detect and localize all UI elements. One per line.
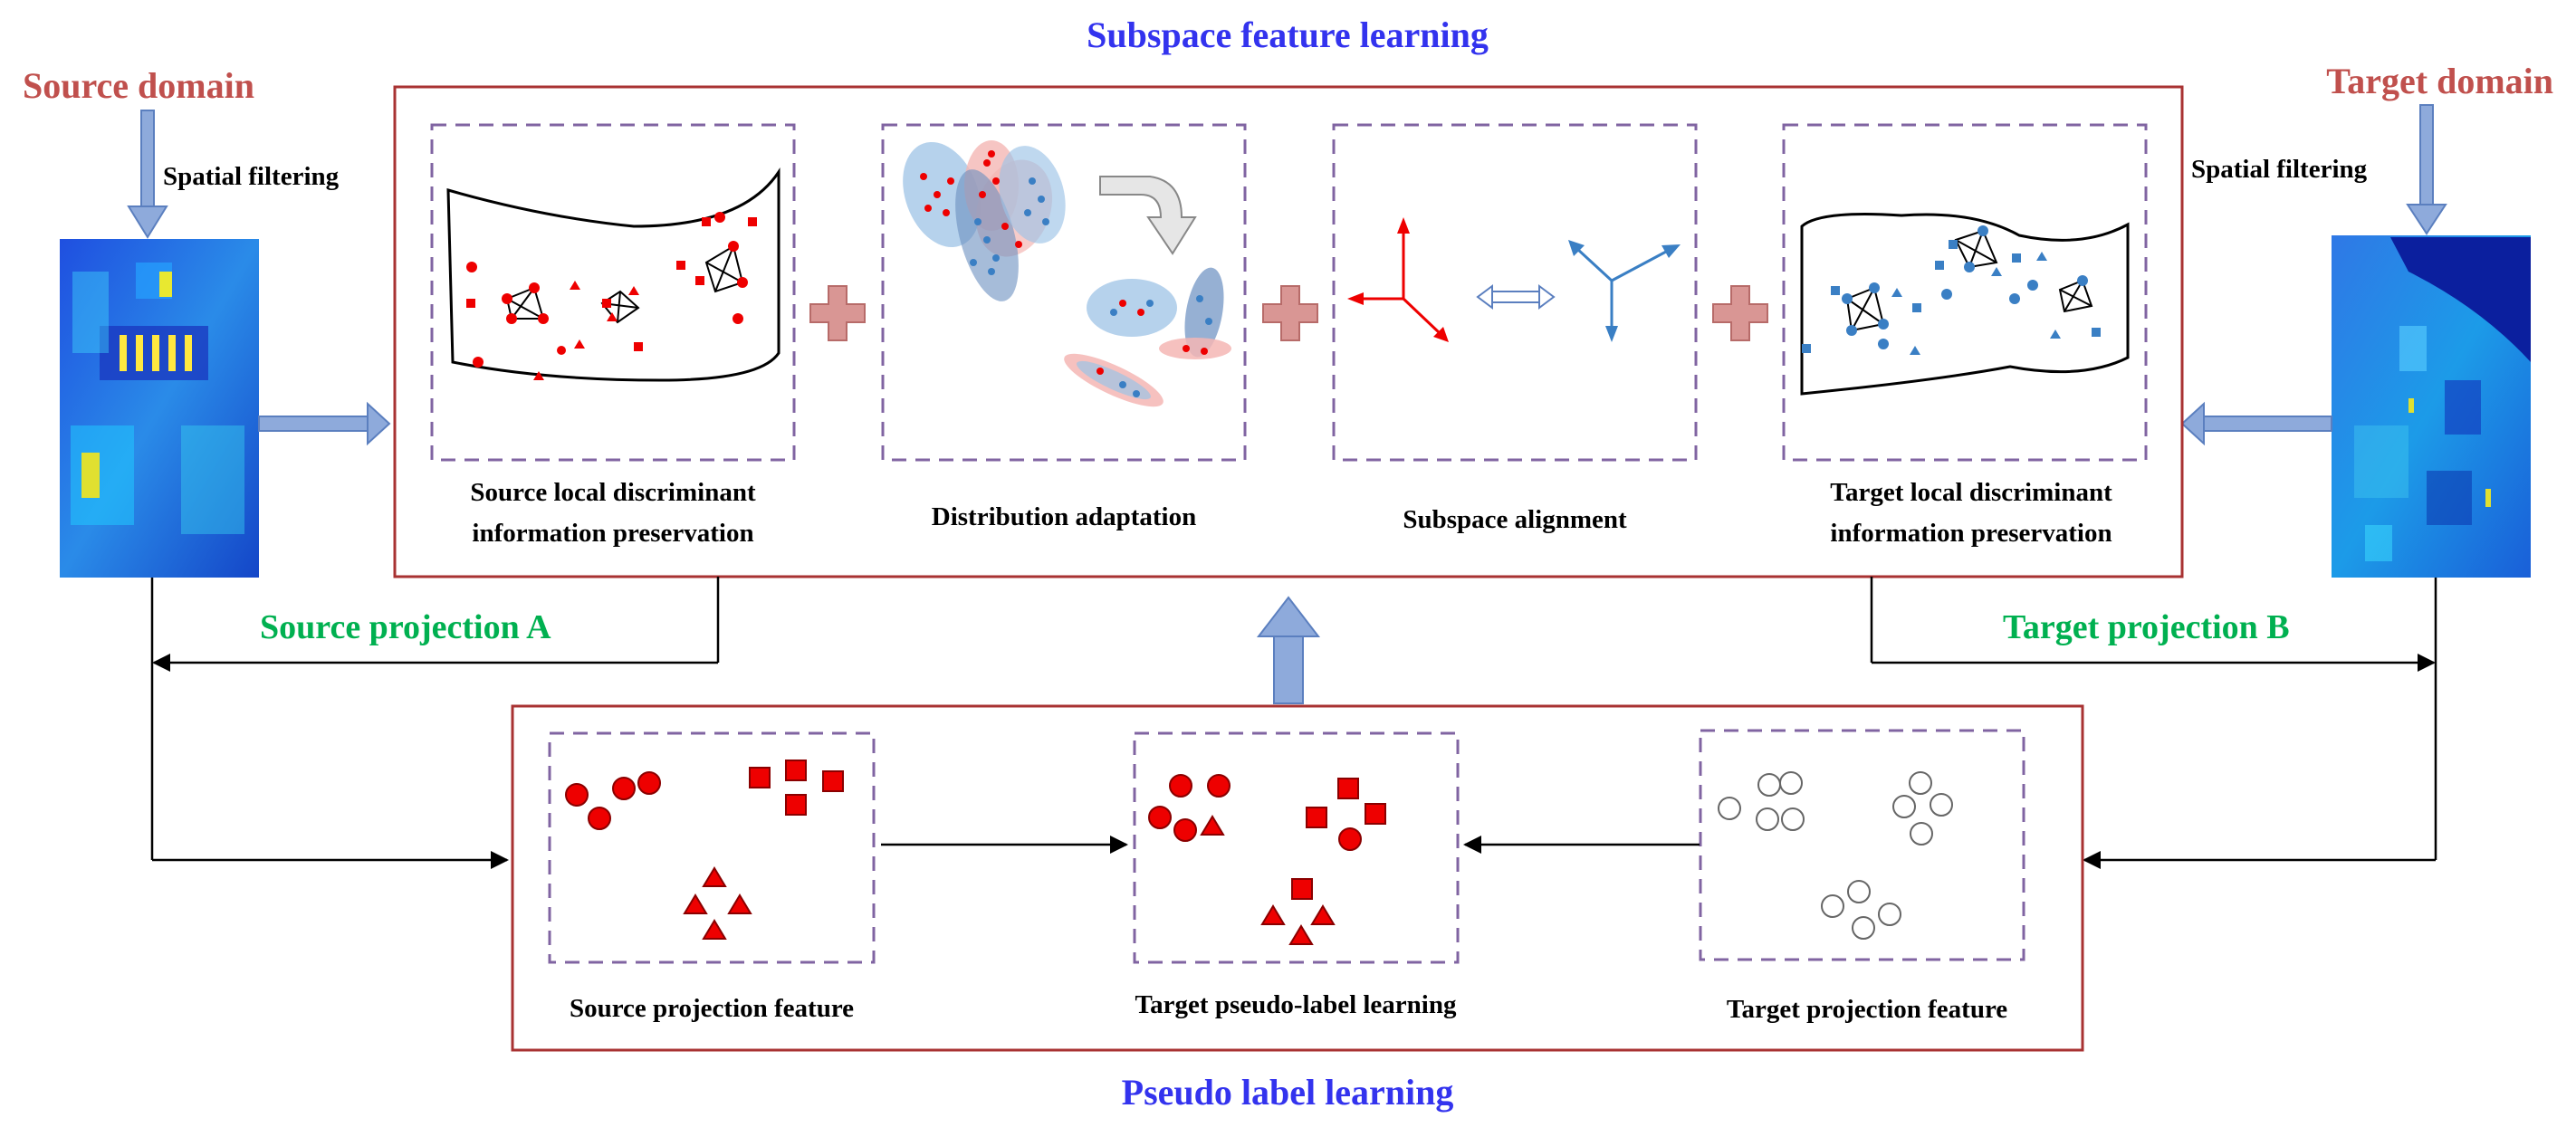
target-feature-markers	[1718, 771, 1953, 940]
source-feature-markers	[565, 760, 844, 940]
source-feature-panel	[548, 731, 876, 964]
source-ldip-label-line2: information preservation	[472, 519, 753, 548]
pseudo-label-markers	[1148, 774, 1386, 945]
target-axes	[1568, 240, 1681, 342]
subspace-learning-title: Subspace feature learning	[1087, 14, 1489, 55]
target-feature-label: Target projection feature	[1727, 995, 2007, 1024]
target-manifold	[1800, 213, 2130, 396]
distribution-clusters	[903, 140, 1231, 407]
target-down-arrow	[2406, 104, 2447, 235]
plus-icon-1	[809, 285, 866, 341]
target-ldip-panel	[1782, 123, 2148, 462]
source-domain-label: Source domain	[23, 65, 254, 106]
pseudo-label-learning-title: Pseudo label learning	[1122, 1072, 1454, 1113]
target-hyperspectral-image	[2332, 235, 2531, 578]
source-axes	[1347, 217, 1449, 342]
target-to-subspace-arrow	[2180, 401, 2332, 446]
distribution-adaptation-panel	[881, 123, 1247, 462]
target-feature-panel	[1699, 729, 2025, 961]
alignment-double-arrow	[1476, 284, 1556, 310]
target-spatial-filtering-label: Spatial filtering	[2191, 155, 2368, 184]
subspace-learning-frame	[393, 85, 2184, 578]
source-hyperspectral-image	[60, 239, 259, 578]
plus-icon-3	[1712, 285, 1768, 341]
subspace-alignment-panel	[1332, 123, 1698, 462]
pseudo-label-label: Target pseudo-label learning	[1135, 990, 1457, 1019]
subspace-alignment-label: Subspace alignment	[1403, 505, 1627, 534]
plus-icon-2	[1262, 285, 1318, 341]
target-projection-connector	[1870, 577, 2436, 672]
distribution-adaptation-label: Distribution adaptation	[932, 502, 1196, 531]
source-to-subspace-arrow	[258, 401, 391, 446]
source-ldip-label-line1: Source local discriminant	[470, 478, 756, 507]
source-down-arrow	[127, 110, 168, 239]
source-to-pseudo-connector	[150, 578, 509, 869]
target-projection-label: Target projection B	[2003, 608, 2290, 646]
target-to-pseudo-connector	[2083, 578, 2437, 869]
target-ldip-label-line1: Target local discriminant	[1830, 478, 2112, 507]
pseudo-label-frame	[511, 704, 2084, 1052]
pseudo-to-subspace-arrow	[1256, 596, 1321, 704]
target-ldip-label-line2: information preservation	[1830, 519, 2112, 548]
source-projection-connector	[152, 577, 720, 672]
source-manifold	[446, 167, 780, 382]
source-ldip-panel	[430, 123, 796, 462]
source-feature-label: Source projection feature	[570, 994, 854, 1023]
pseudo-label-panel	[1133, 731, 1460, 964]
source-spatial-filtering-label: Spatial filtering	[163, 162, 340, 191]
target-domain-label: Target domain	[2326, 61, 2553, 101]
source-projection-label: Source projection A	[260, 608, 551, 646]
